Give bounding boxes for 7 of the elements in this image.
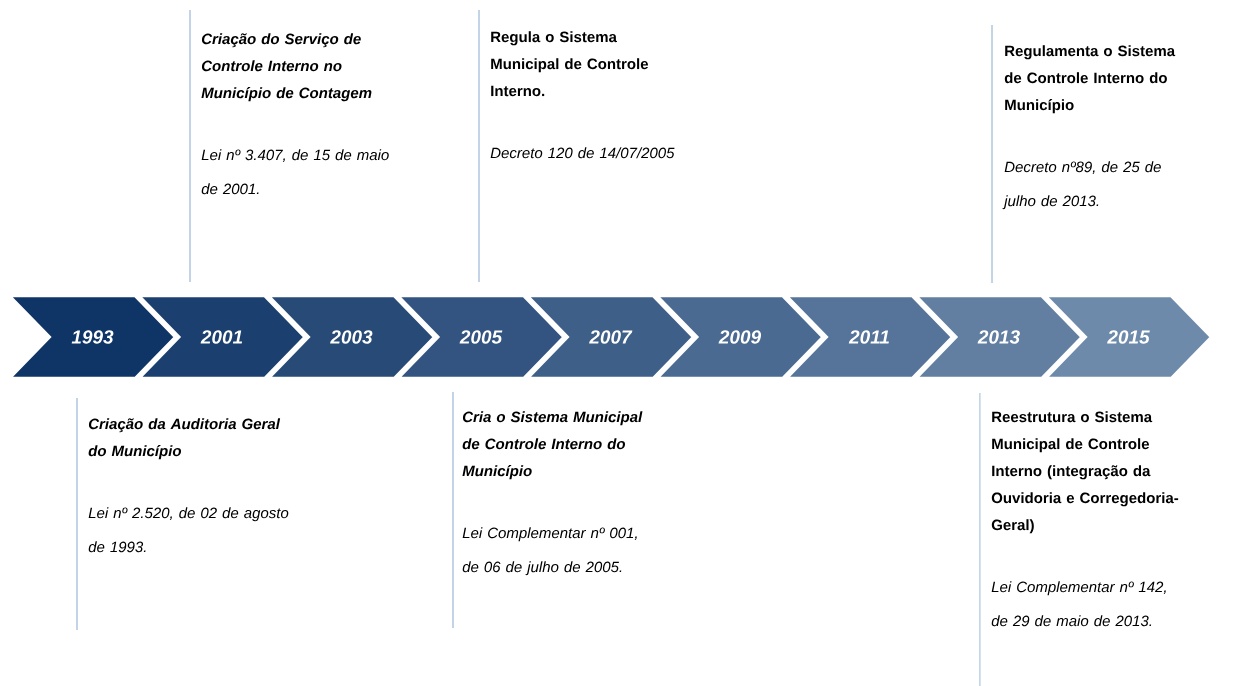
event-text: Regula o Sistema Municipal de Controle Interno. Decreto 120 de 14/07/2005 (490, 31, 675, 159)
year-segment: 1993 (7, 294, 177, 380)
event-text: Regulamenta o Sistema de Controle Interno do Município Decreto nº89, de 25 de julho de 2013. (1002, 45, 1176, 210)
event-text: Criação do Serviço de Controle Interno no Município de Contagem Lei nº 3.407, de 15 de maio de 2001. (201, 33, 389, 195)
event-text: Reestrutura o Sistema Municipal de Controle Interno (integração da Ouvidoria e Corregedoria-Geral) Lei Complementar nº 142, de 29 de maio de 2013. (991, 411, 1179, 627)
event-text: Cria o Sistema Municipal de Controle Interno do Município Lei Complementar nº 001, de 06 de julho de 2005. (462, 411, 643, 576)
event-text: Criação da Auditoria Geral do Município Lei nº 2.520, de 02 de agosto de 1993. (88, 418, 289, 553)
